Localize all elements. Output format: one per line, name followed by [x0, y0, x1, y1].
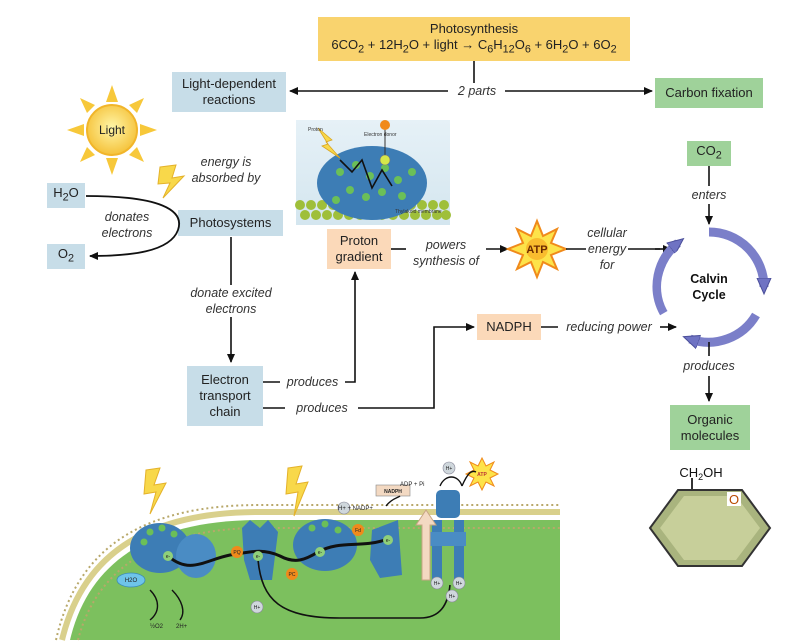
- membrane-pq-label: PQ: [233, 550, 240, 556]
- produces-proton-label: produces: [280, 374, 345, 390]
- membrane-half-o2-label: ½O2: [150, 623, 164, 630]
- light-dependent-label: Light-dependent reactions: [182, 76, 276, 107]
- proton-gradient-box: Proton gradient: [327, 229, 391, 269]
- light-label: Light: [99, 123, 126, 137]
- powers-synthesis-label: powers synthesis of: [412, 238, 479, 268]
- inset-thylakoid-label: Thylakoid membrane: [395, 209, 442, 215]
- sun-icon: [67, 85, 157, 175]
- o2-box: O2: [47, 244, 85, 269]
- light-dependent-reactions-box: Light-dependent reactions: [172, 72, 286, 112]
- nadph-label: NADPH: [486, 319, 532, 334]
- atp-label: ATP: [526, 244, 547, 256]
- membrane-fd-label: Fd: [355, 528, 361, 534]
- membrane-labels: H2O ½O2 2H+ H+ H+ H+ H+ H+ H+ + NADP+ NA…: [125, 466, 488, 630]
- membrane-h-label-1: H+: [254, 605, 261, 611]
- membrane-nadph-label: NADPH: [384, 489, 402, 495]
- proton-gradient-label: Proton gradient: [335, 233, 383, 264]
- thylakoid-membrane-illustration: [55, 456, 560, 641]
- etc-to-proton-gradient-arrow: [263, 272, 355, 383]
- reducing-power-label: reducing power: [558, 319, 660, 335]
- two-parts-label: 2 parts: [449, 83, 505, 99]
- membrane-h-label-3: H+: [456, 581, 463, 587]
- membrane-pc-label: PC: [289, 572, 296, 578]
- donates-electrons-label: donates electrons: [101, 210, 153, 240]
- donate-excited-electrons-label: donate excited electrons: [175, 285, 287, 317]
- ring-oxygen-label: O: [729, 492, 739, 507]
- organic-molecules-label: Organic molecules: [680, 411, 740, 443]
- calvin-cycle-ring-icon: [652, 227, 764, 342]
- electron-transport-chain-box: Electron transport chain: [187, 366, 263, 426]
- calvin-label-line2: Cycle: [692, 288, 725, 302]
- photosynthesis-equation-box: Photosynthesis 6CO2 + 12H2O + light → C6…: [318, 17, 630, 61]
- organic-molecules-box: Organic molecules: [670, 405, 750, 450]
- membrane-adp-label: ADP + Pi: [400, 482, 424, 488]
- membrane-h-label-5: H+: [446, 466, 453, 472]
- membrane-e-label-3: e-: [318, 550, 323, 556]
- equation-text: 6CO2 + 12H2O + light → C6H12O6 + 6H2O + …: [331, 36, 617, 56]
- lightning-bolt-icon: [157, 164, 186, 199]
- glucose-ring-icon: [648, 478, 772, 567]
- carbon-fixation-label: Carbon fixation: [665, 85, 753, 100]
- donates-electrons-arrow: [85, 195, 180, 260]
- membrane-2h-label: 2H+: [176, 624, 188, 630]
- atp-starburst-icon: [505, 218, 569, 280]
- membrane-h-label-2: H+: [434, 581, 441, 587]
- enters-label: enters: [684, 187, 734, 203]
- co2-box: CO2: [687, 141, 731, 166]
- membrane-h-label-4: H+: [449, 594, 456, 600]
- produces-organic-label: produces: [676, 358, 742, 374]
- equation-title: Photosynthesis: [429, 20, 519, 36]
- membrane-e-label-4: e-: [386, 538, 391, 544]
- membrane-e-label-2: e-: [256, 554, 261, 560]
- inset-proton-label: Proton: [308, 127, 323, 133]
- membrane-h2o-label: H2O: [125, 578, 138, 584]
- photosystems-box: Photosystems: [178, 210, 283, 236]
- o2-label: O2: [57, 246, 75, 265]
- h2o-box: H2O: [47, 183, 85, 208]
- photosystems-label: Photosystems: [189, 215, 272, 230]
- carbon-fixation-box: Carbon fixation: [655, 78, 763, 108]
- inset-electron-donor-label: Electron donor: [364, 132, 397, 138]
- energy-absorbed-label: energy is absorbed by: [191, 155, 261, 185]
- h2o-label: H2O: [53, 185, 79, 204]
- membrane-e-label-1: e-: [166, 554, 171, 560]
- photosystem-inset-illustration: Proton Electron donor Thylakoid membrane: [295, 120, 451, 225]
- produces-nadph-label: produces: [287, 400, 357, 416]
- co2-label: CO2: [696, 143, 722, 162]
- cellular-energy-label: cellular energy for: [587, 226, 627, 272]
- etc-to-nadph-arrow: [263, 327, 474, 409]
- nadph-box: NADPH: [477, 314, 541, 340]
- calvin-label-line1: Calvin: [690, 272, 728, 286]
- electron-transport-chain-label: Electron transport chain: [199, 372, 251, 419]
- membrane-nadp-label: H+ + NADP+: [338, 506, 373, 512]
- membrane-atp-label: ATP: [477, 472, 487, 478]
- ch2oh-label: CH2OH: [679, 465, 722, 482]
